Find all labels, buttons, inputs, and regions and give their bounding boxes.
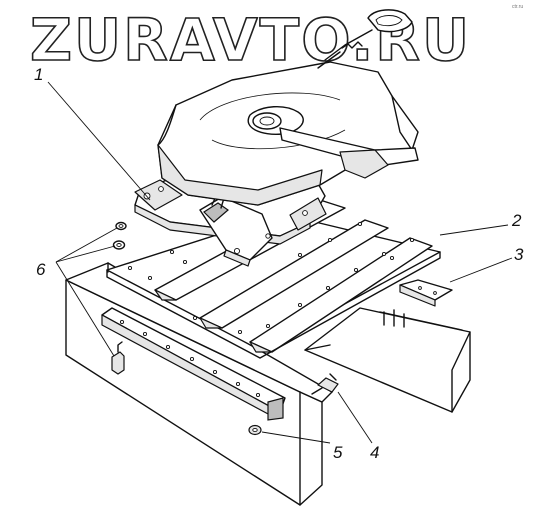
callout-2: 2 (511, 211, 522, 230)
hex-bolt-left (111, 351, 125, 375)
mounting-bracket-plate (101, 307, 286, 421)
callout-6: 6 (36, 260, 46, 279)
corner-mark: ctr.ru (512, 4, 523, 10)
fifth-wheel-coupling (134, 9, 419, 267)
callout-1: 1 (34, 65, 43, 84)
callout-5: 5 (333, 443, 343, 462)
lower-angle-strip (399, 279, 453, 307)
washer-set (111, 221, 127, 375)
nut-item-5 (248, 424, 262, 436)
mounting-plate-holes (127, 221, 415, 335)
bolt-item-4 (311, 373, 339, 395)
bracket-plate-holes (119, 319, 261, 398)
leader-lines (47, 81, 513, 444)
hidden-bolts (383, 309, 405, 328)
callout-4: 4 (370, 443, 379, 462)
callout-3: 3 (514, 245, 524, 264)
frame-right-member (304, 307, 471, 413)
